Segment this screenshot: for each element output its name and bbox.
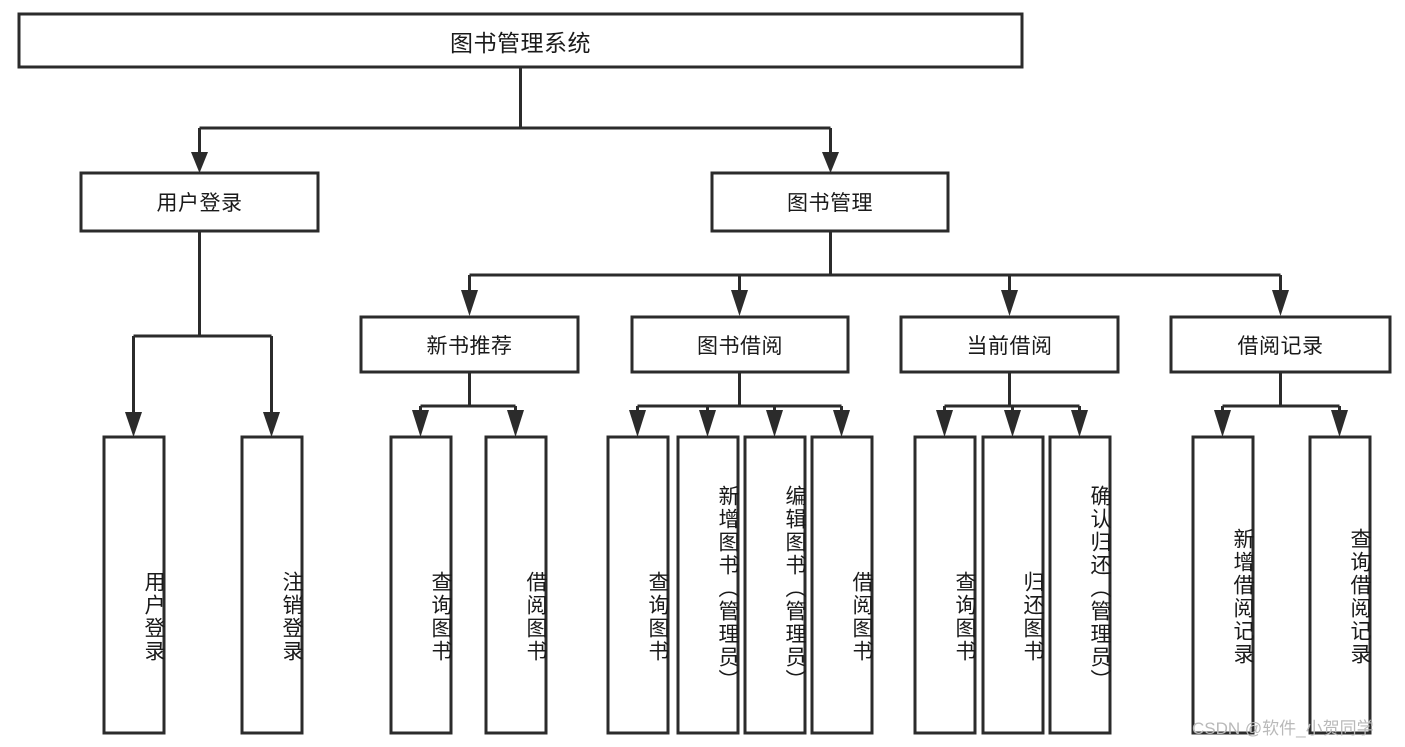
leaf-box-user-login[interactable] — [102, 435, 166, 735]
arrow-to-leaf-nb-2 — [507, 410, 524, 437]
arrow-to-book-manage — [822, 152, 839, 173]
leaf-box-br-query-record[interactable] — [1308, 435, 1372, 735]
node-user-login-box[interactable] — [79, 171, 320, 233]
node-book-borrow-box[interactable] — [630, 315, 850, 374]
arrow-to-leaf-bb-1 — [629, 410, 646, 437]
arrow-to-leaf-nb-1 — [412, 410, 429, 437]
node-borrow-record-box[interactable] — [1169, 315, 1392, 374]
arrow-to-leaf-cb-2 — [1004, 410, 1021, 437]
arrow-to-leaf-br-1 — [1214, 410, 1231, 437]
arrow-to-leaf-cb-3 — [1071, 410, 1088, 437]
leaf-box-bb-borrow-book[interactable] — [810, 435, 874, 735]
leaf-box-cb-return-book[interactable] — [981, 435, 1045, 735]
node-book-manage-box[interactable] — [710, 171, 950, 233]
leaf-box-bb-add-book[interactable] — [676, 435, 740, 735]
arrow-to-leaf-bb-2 — [699, 410, 716, 437]
node-root-box[interactable] — [17, 12, 1024, 69]
leaf-box-nb-query-book[interactable] — [389, 435, 453, 735]
arrow-to-leaf-user-login — [125, 412, 142, 437]
leaf-box-logout[interactable] — [240, 435, 304, 735]
arrow-to-leaf-cb-1 — [936, 410, 953, 437]
node-new-book-rec-box[interactable] — [359, 315, 580, 374]
arrow-to-leaf-br-2 — [1331, 410, 1348, 437]
arrow-to-leaf-bb-4 — [833, 410, 850, 437]
arrow-to-leaf-bb-3 — [766, 410, 783, 437]
node-current-borrow-box[interactable] — [899, 315, 1120, 374]
leaf-box-cb-confirm-return[interactable] — [1048, 435, 1112, 735]
arrow-to-current-borrow — [1001, 290, 1018, 316]
arrow-to-leaf-logout — [263, 412, 280, 437]
leaf-box-bb-edit-book[interactable] — [743, 435, 807, 735]
leaf-box-nb-borrow-book[interactable] — [484, 435, 548, 735]
leaf-box-br-add-record[interactable] — [1191, 435, 1255, 735]
arrow-to-book-borrow — [731, 290, 748, 316]
leaf-box-cb-query-book[interactable] — [913, 435, 977, 735]
arrow-to-new-book-rec — [461, 290, 478, 316]
arrow-to-user-login — [191, 152, 208, 173]
arrow-to-borrow-record — [1272, 290, 1289, 316]
leaf-box-bb-query-book[interactable] — [606, 435, 670, 735]
